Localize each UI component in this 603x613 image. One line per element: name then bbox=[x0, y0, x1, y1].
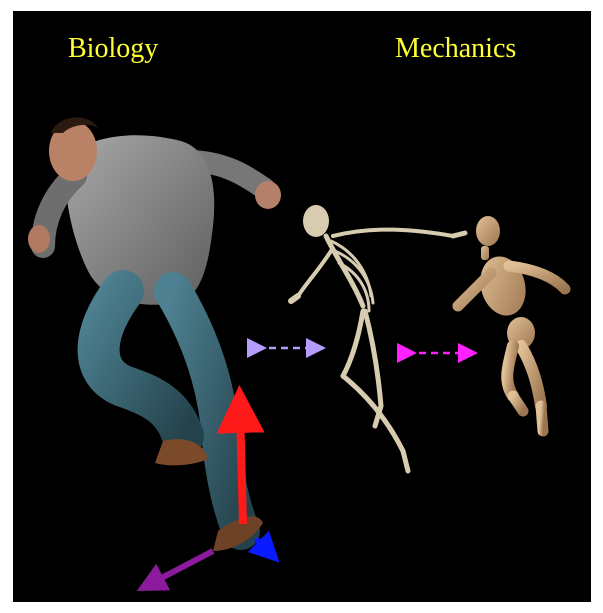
red-vertical-arrow bbox=[240, 409, 243, 524]
biology-label: Biology bbox=[68, 33, 158, 65]
blue-small-arrow bbox=[256, 539, 269, 552]
wooden-mannequin-figure bbox=[458, 216, 565, 431]
purple-diagonal-arrow bbox=[150, 551, 213, 584]
illustration-canvas: Biology Mechanics bbox=[13, 11, 591, 602]
running-skeleton-figure bbox=[291, 205, 465, 471]
scene-graphic bbox=[13, 11, 591, 602]
mechanics-label: Mechanics bbox=[395, 33, 516, 65]
